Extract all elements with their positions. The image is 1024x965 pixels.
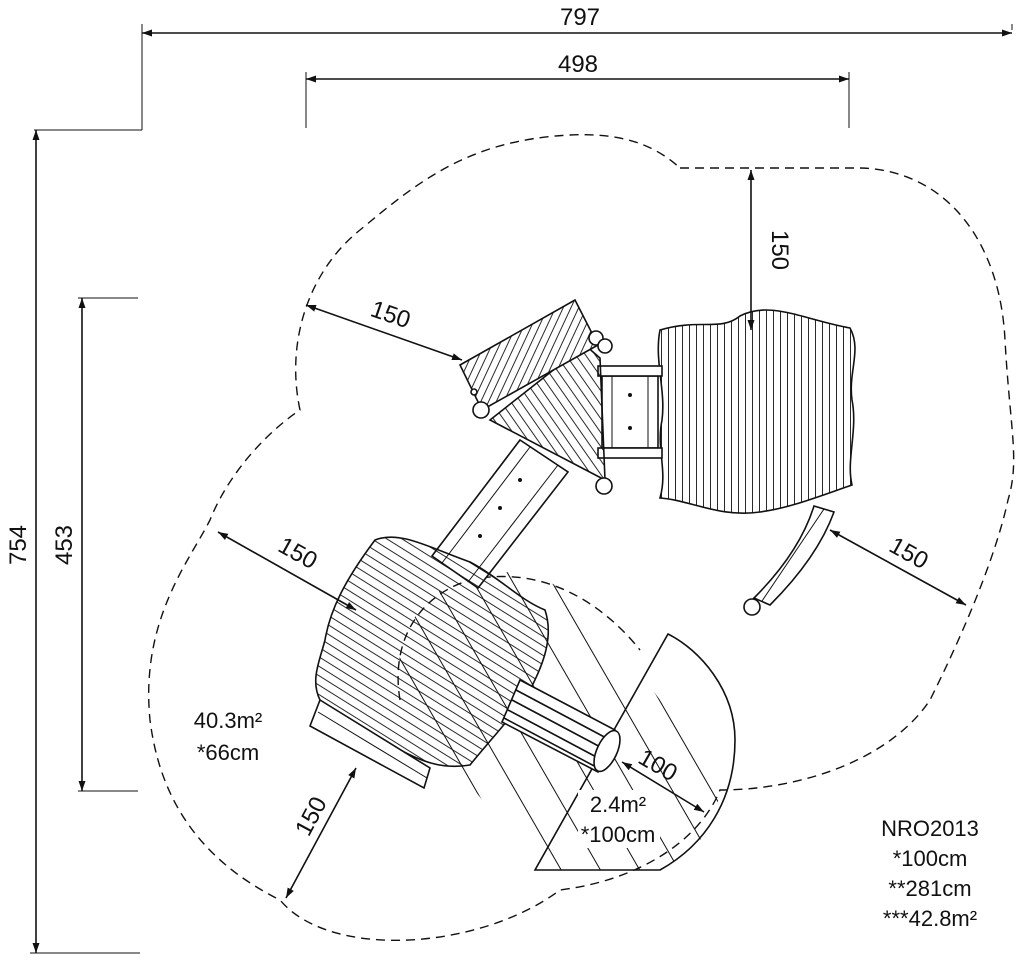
- safety-zone-outline: [148, 133, 1015, 941]
- clearance-mid-left: 150: [217, 531, 357, 611]
- clearance-right: 150: [829, 529, 967, 606]
- slide-area-label: 2.4m² *100cm: [578, 790, 660, 848]
- platform-height-label: 453: [51, 525, 78, 565]
- lower-step: [309, 698, 431, 790]
- platform-width-dimension: 498: [305, 51, 850, 128]
- main-area-fall-height: *66cm: [197, 740, 259, 765]
- main-area-label: 40.3m² *66cm: [194, 708, 262, 765]
- slide-area-value: 2.4m²: [590, 792, 646, 817]
- clearance-bottom-left: 150: [285, 767, 357, 899]
- svg-text:150: 150: [290, 792, 333, 840]
- product-code: NRO2013: [881, 816, 979, 841]
- product-total-area: ***42.8m²: [883, 906, 977, 931]
- svg-text:150: 150: [766, 230, 793, 270]
- clearance-top-right: 150: [747, 170, 793, 330]
- main-area-value: 40.3m²: [194, 708, 262, 733]
- product-fall-height: *100cm: [893, 846, 968, 871]
- product-total-height: **281cm: [888, 876, 971, 901]
- overall-height-dimension: 754: [5, 130, 140, 954]
- overall-width-label: 797: [560, 4, 600, 31]
- right-platform: [657, 309, 856, 514]
- platform-width-label: 498: [558, 51, 598, 78]
- upper-connector: [597, 365, 663, 459]
- overall-height-label: 754: [5, 525, 32, 565]
- svg-text:150: 150: [274, 532, 322, 575]
- slide-area-fall-height: *100cm: [581, 822, 656, 847]
- tube-slide: [500, 678, 621, 774]
- clearance-upper-left: 150: [305, 296, 463, 361]
- overall-width-dimension: 797: [34, 4, 1013, 131]
- svg-text:150: 150: [885, 532, 933, 575]
- side-slide: [743, 505, 836, 616]
- platform-height-dimension: 453: [51, 297, 138, 792]
- product-info: NRO2013 *100cm **281cm ***42.8m²: [881, 816, 979, 931]
- corner-posts: [470, 330, 613, 495]
- lower-platform: [314, 536, 550, 768]
